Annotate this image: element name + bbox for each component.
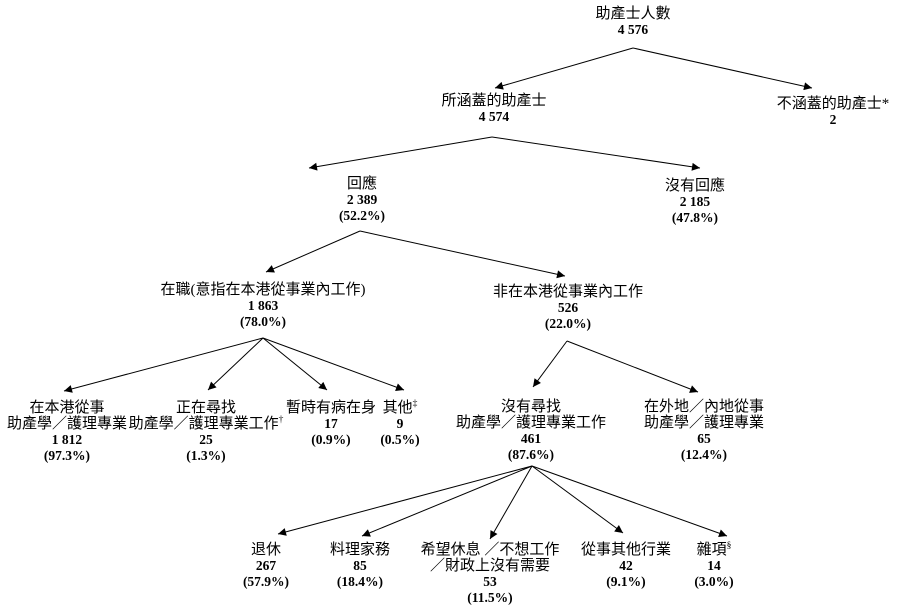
node-housework-percentage: (18.4%) bbox=[336, 574, 384, 589]
node-rest-label-line: 希望休息 ／不想工作 bbox=[420, 542, 560, 558]
edge-responded-to-working bbox=[265, 230, 361, 273]
node-practising-label-line: 在本港從事 bbox=[29, 400, 105, 416]
node-seeking: 正在尋找助產學／護理專業工作†25(1.3%) bbox=[129, 400, 284, 464]
node-retired-count: 267 bbox=[255, 558, 277, 573]
node-not_seeking-count: 461 bbox=[520, 431, 542, 446]
node-misc-label-line: 雜項§ bbox=[696, 541, 732, 558]
node-misc-percentage: (3.0%) bbox=[694, 574, 734, 589]
node-others-percentage: (0.5%) bbox=[380, 432, 420, 447]
edge-working-to-seeking bbox=[207, 337, 264, 391]
node-others-label-line: 其他‡ bbox=[382, 399, 418, 416]
node-seeking-percentage: (1.3%) bbox=[186, 448, 226, 463]
node-working-count: 1 863 bbox=[247, 298, 279, 313]
node-no_response-percentage: (47.8%) bbox=[671, 210, 719, 225]
node-not_seeking-label-line: 沒有尋找 bbox=[500, 399, 562, 415]
node-seeking-label-line: 正在尋找 bbox=[175, 400, 237, 416]
node-rest-label-line: ／財政上沒有需要 bbox=[429, 558, 551, 574]
node-covered-count: 4 574 bbox=[478, 109, 510, 124]
node-working-label-line: 在職(意指在本港從事業內工作) bbox=[160, 282, 366, 298]
edge-total-to-uncovered bbox=[632, 47, 813, 91]
node-rest-percentage: (11.5%) bbox=[467, 590, 513, 605]
node-uncovered-label-line: 不涵蓋的助產士* bbox=[776, 96, 890, 112]
node-rest-count: 53 bbox=[483, 574, 497, 589]
node-other_industry-label-line: 從事其他行業 bbox=[580, 542, 672, 558]
node-practising-count: 1 812 bbox=[51, 432, 83, 447]
edge-responded-to-not_working bbox=[359, 230, 566, 279]
node-others: 其他‡9(0.5%) bbox=[380, 399, 420, 448]
node-responded-percentage: (52.2%) bbox=[338, 208, 386, 223]
footnote-marker: ‡ bbox=[412, 399, 418, 409]
node-housework-count: 85 bbox=[353, 558, 367, 573]
edge-total-to-covered bbox=[494, 47, 634, 90]
node-abroad-label-line: 助產學／護理專業 bbox=[643, 415, 765, 431]
footnote-marker: † bbox=[278, 415, 284, 425]
node-others-count: 9 bbox=[396, 416, 404, 431]
node-not_working-label-line: 非在本港從事業內工作 bbox=[492, 284, 644, 300]
node-uncovered: 不涵蓋的助產士*2 bbox=[777, 96, 890, 128]
node-total-label-line: 助產士人數 bbox=[595, 6, 671, 22]
edge-covered-to-no_response bbox=[491, 136, 701, 171]
node-sick-percentage: (0.9%) bbox=[311, 432, 351, 447]
node-retired-label-line: 退休 bbox=[250, 542, 281, 558]
node-sick-label-line: 暫時有病在身 bbox=[285, 400, 377, 416]
node-working-percentage: (78.0%) bbox=[239, 314, 287, 329]
node-no_response-label-line: 沒有回應 bbox=[664, 178, 726, 194]
node-working: 在職(意指在本港從事業內工作)1 863(78.0%) bbox=[161, 282, 366, 330]
node-practising-label-line: 助產學／護理專業 bbox=[6, 416, 128, 432]
edge-covered-to-responded bbox=[308, 136, 493, 171]
edge-working-to-others bbox=[262, 337, 405, 391]
node-covered-label-line: 所涵蓋的助產士 bbox=[441, 93, 547, 109]
node-practising-percentage: (97.3%) bbox=[43, 448, 91, 463]
node-misc-count: 14 bbox=[707, 558, 721, 573]
node-not_working-count: 526 bbox=[557, 300, 579, 315]
node-seeking-label-line: 助產學／護理專業工作† bbox=[128, 415, 284, 432]
node-uncovered-count: 2 bbox=[829, 112, 837, 127]
node-no_response-count: 2 185 bbox=[679, 194, 711, 209]
node-total-count: 4 576 bbox=[617, 22, 649, 37]
edge-not_seeking-to-housework bbox=[361, 465, 533, 537]
node-responded-count: 2 389 bbox=[346, 192, 378, 207]
node-not_working-percentage: (22.0%) bbox=[544, 316, 592, 331]
node-not_seeking-percentage: (87.6%) bbox=[507, 447, 555, 462]
node-retired-percentage: (57.9%) bbox=[242, 574, 290, 589]
node-responded-label-line: 回應 bbox=[346, 176, 377, 192]
node-not_seeking-label-line: 助產學／護理專業工作 bbox=[455, 415, 607, 431]
node-abroad-count: 65 bbox=[697, 431, 711, 446]
node-housework-label-line: 料理家務 bbox=[329, 542, 391, 558]
edge-not_seeking-to-misc bbox=[531, 465, 728, 538]
edge-not_seeking-to-rest bbox=[489, 465, 533, 540]
node-other_industry-count: 42 bbox=[619, 558, 633, 573]
node-misc: 雜項§14(3.0%) bbox=[694, 541, 734, 590]
footnote-marker: § bbox=[726, 541, 732, 551]
edge-working-to-sick bbox=[262, 337, 328, 391]
node-sick-count: 17 bbox=[324, 416, 338, 431]
edge-working-to-practising bbox=[63, 337, 264, 393]
edge-not_working-to-abroad bbox=[566, 340, 699, 393]
edge-not_working-to-not_seeking bbox=[532, 340, 568, 388]
edge-not_seeking-to-retired bbox=[277, 465, 533, 536]
node-abroad-percentage: (12.4%) bbox=[680, 447, 728, 462]
node-abroad-label-line: 在外地／內地從事 bbox=[643, 399, 765, 415]
node-seeking-count: 25 bbox=[199, 432, 213, 447]
node-other_industry-percentage: (9.1%) bbox=[606, 574, 646, 589]
edge-not_seeking-to-other_industry bbox=[531, 465, 624, 534]
